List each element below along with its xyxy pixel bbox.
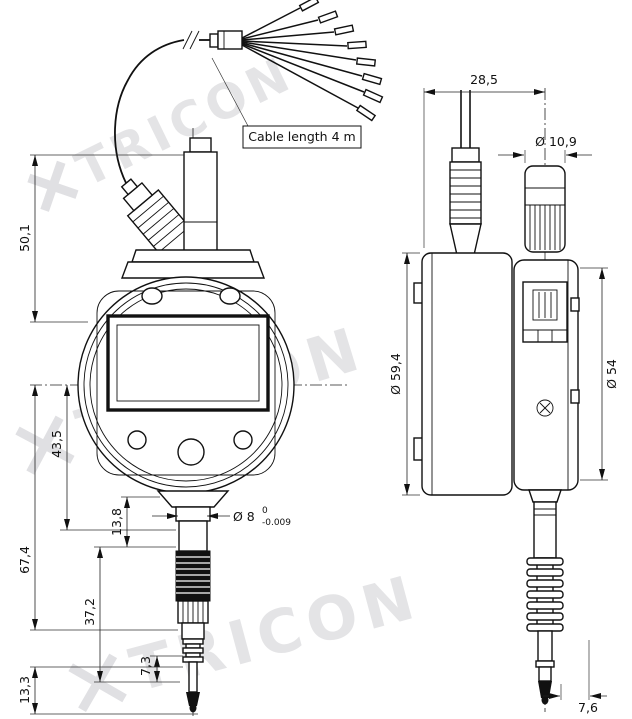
cable-callout-box xyxy=(242,125,362,149)
dim-10-9: Ø 10,9 xyxy=(535,134,577,149)
dim-59-4: Ø 59,4 xyxy=(388,353,403,395)
dim-stem-tol-upper: 0 xyxy=(262,506,268,516)
dim-stem-diameter: Ø 8 xyxy=(233,509,255,524)
front-dimensions: 50,1 43,5 13,8 67,4 37,2 7,3 xyxy=(17,154,291,715)
top-mount-block xyxy=(183,137,218,255)
side-cable-connector xyxy=(449,90,482,256)
dim-50-1: 50,1 xyxy=(17,224,32,252)
cable-connector xyxy=(120,178,202,268)
housing-cap xyxy=(120,249,266,279)
cable-break-mark xyxy=(182,30,193,50)
crossed-circle-mark xyxy=(536,399,554,417)
gauge-button xyxy=(219,287,241,305)
gauge-button xyxy=(233,430,253,450)
wire-terminals xyxy=(298,0,384,122)
cable-assembly: Cable length 4 m xyxy=(114,0,384,268)
lcd-window xyxy=(116,324,260,402)
cable-length-label: Cable length 4 m xyxy=(248,129,355,144)
gauge-button xyxy=(127,430,147,450)
dim-7-6: 7,6 xyxy=(578,700,598,715)
side-view: 28,5 Ø 10,9 Ø 59,4 Ø 54 7,6 xyxy=(388,72,619,715)
side-housing xyxy=(413,252,580,496)
dim-54: Ø 54 xyxy=(604,359,619,389)
cable-callout-leader xyxy=(211,57,249,127)
contact-tip xyxy=(189,703,197,713)
gauge-button xyxy=(177,438,205,466)
knurled-cap xyxy=(524,165,566,253)
clamp-detail xyxy=(522,281,568,343)
gauge-button xyxy=(141,287,163,305)
contact-point xyxy=(538,681,552,698)
contact-point xyxy=(186,692,200,706)
contact-rod xyxy=(188,661,198,693)
cable-ferrule xyxy=(217,30,243,50)
front-view: Cable length 4 m xyxy=(17,0,384,716)
side-dimensions: 28,5 Ø 10,9 Ø 59,4 Ø 54 7,6 xyxy=(388,72,619,715)
cable xyxy=(114,39,185,184)
dim-13-3: 13,3 xyxy=(17,676,32,704)
contact-tip xyxy=(541,695,549,705)
dim-67-4: 67,4 xyxy=(17,546,32,574)
dim-28-5: 28,5 xyxy=(470,72,498,87)
dim-37-2: 37,2 xyxy=(82,598,97,626)
front-stem xyxy=(156,490,230,713)
dim-stem-tol-lower: -0.009 xyxy=(262,518,291,528)
gauge-body xyxy=(77,276,295,494)
watermark-text: TRICON xyxy=(123,562,428,706)
dim-13-8: 13,8 xyxy=(109,508,124,536)
cable-break-mark xyxy=(189,30,200,50)
dim-7-3: 7,3 xyxy=(138,656,153,676)
wire-fan xyxy=(241,7,365,109)
dim-43-5: 43,5 xyxy=(49,430,64,458)
side-stem xyxy=(526,489,564,705)
lcd-display xyxy=(106,314,270,412)
bellows xyxy=(526,557,564,632)
cable-ferrule xyxy=(209,33,219,48)
